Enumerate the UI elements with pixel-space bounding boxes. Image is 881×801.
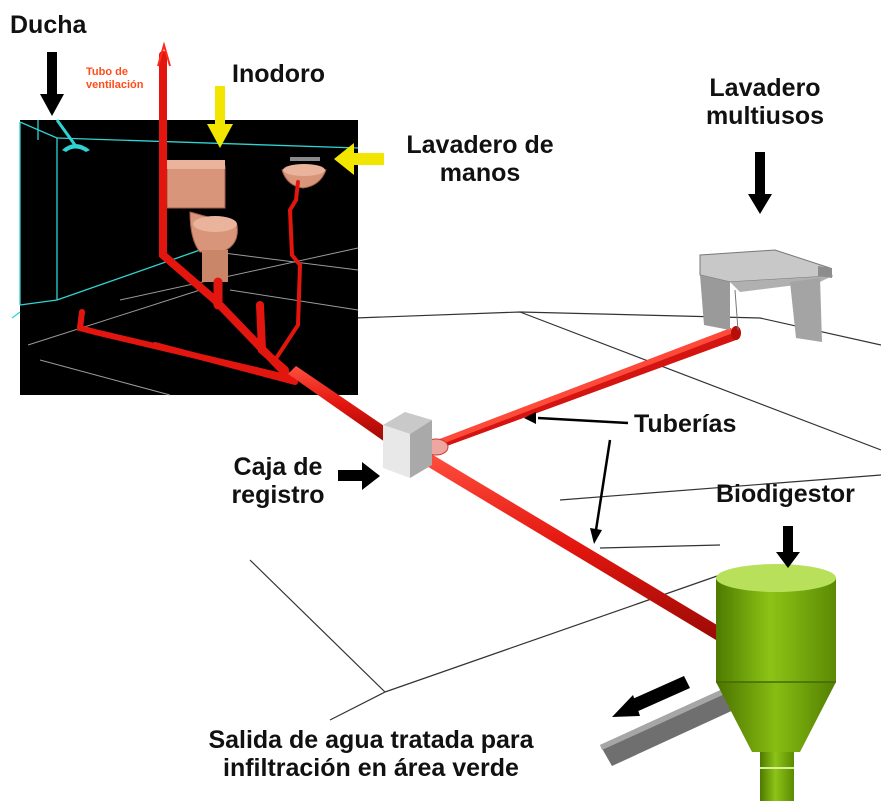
arrow-lavadero-manos: [334, 143, 384, 175]
effluent-pipe: [600, 688, 738, 766]
biodigestor-tank: [716, 564, 836, 801]
caja-registro-line-1: Caja de: [233, 453, 323, 481]
ventilation-label-line-2: ventilación: [86, 78, 144, 91]
vent-arrow-tip: [157, 41, 171, 67]
inodoro-label: Inodoro: [232, 60, 326, 88]
arrow-biodigestor: [776, 526, 800, 568]
inset-floor: [27, 247, 359, 396]
inset-walls: [11, 120, 359, 319]
pointer-arrows: [40, 52, 800, 717]
salida-agua-line-2: infiltración en área verde: [223, 754, 519, 782]
inspection-box: [383, 412, 432, 478]
arrow-ducha: [40, 52, 64, 116]
caja-registro-label: Caja de registro: [218, 453, 338, 509]
lavadero-multiusos-line-1: Lavadero: [709, 74, 821, 102]
salida-agua-line-1: Salida de agua tratada para: [208, 726, 534, 754]
lavadero-manos-label: Lavadero de manos: [400, 131, 560, 187]
biodigestor-label: Biodigestor: [716, 480, 855, 508]
lavadero-multiusos-label: Lavadero multiusos: [690, 74, 840, 130]
toilet: [166, 160, 238, 282]
multipurpose-washtub: [699, 249, 833, 342]
arrow-lavadero-multiusos: [748, 152, 772, 214]
main-pipes: [288, 326, 741, 640]
lavadero-manos-line-1: Lavadero de: [406, 131, 554, 159]
arrow-caja-registro: [338, 462, 380, 490]
ventilation-pipe-label: Tubo de ventilación: [86, 66, 143, 91]
ventilation-label-line-1: Tubo de: [86, 66, 128, 78]
tuberias-label: Tuberías: [634, 410, 737, 438]
caja-registro-line-2: registro: [231, 481, 325, 509]
inset-drain-pipes: [76, 51, 303, 385]
ducha-label: Ducha: [10, 11, 87, 39]
lavadero-manos-line-2: manos: [439, 159, 521, 187]
bathroom-inset: [11, 51, 359, 396]
arrow-salida: [612, 676, 690, 717]
highlight-arrows: [207, 86, 384, 175]
hand-sink: [281, 157, 327, 189]
salida-agua-label: Salida de agua tratada para infiltración…: [186, 726, 556, 782]
tuberias-leaders: [524, 412, 629, 544]
lavadero-multiusos-line-2: multiusos: [705, 102, 825, 130]
shower-head: [55, 119, 90, 152]
arrow-inodoro: [207, 86, 233, 148]
